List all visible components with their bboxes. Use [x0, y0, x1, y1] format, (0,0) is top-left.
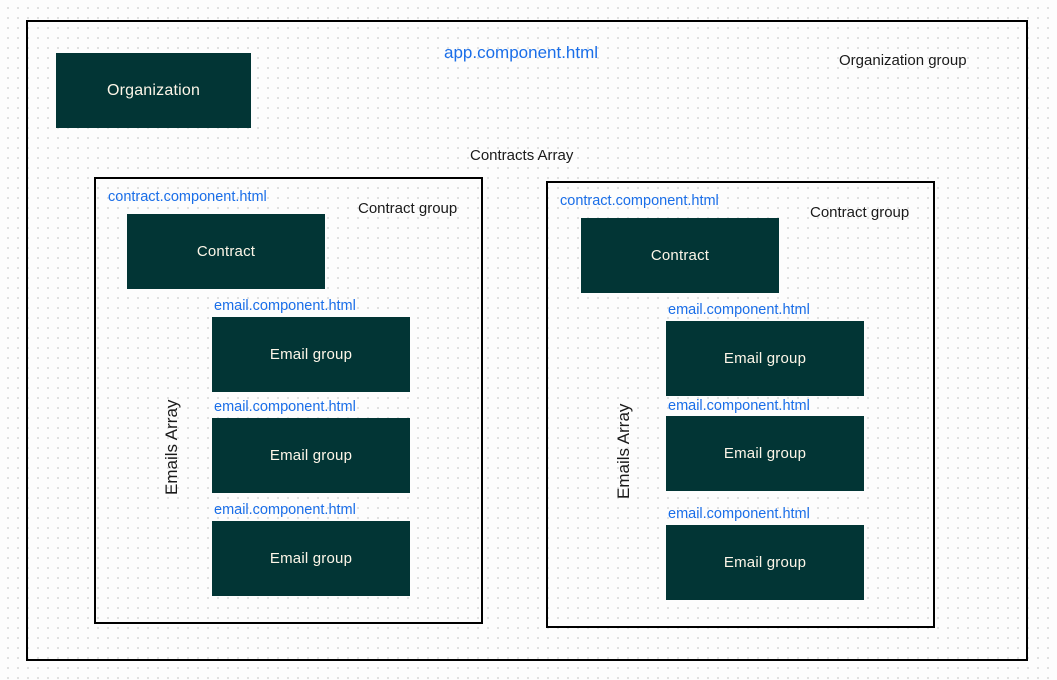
contract-group-0[interactable]: contract.component.html Contract group C… [94, 177, 483, 624]
email-file-label-0-0: email.component.html [214, 298, 356, 314]
email-box-1-0[interactable]: Email group [666, 321, 864, 396]
emails-array-label-1: Emails Array [614, 403, 633, 499]
contract-box-1[interactable]: Contract [581, 218, 779, 293]
contracts-array-label: Contracts Array [470, 147, 574, 164]
contract-group-label-1: Contract group [810, 204, 910, 221]
contract-box-label-0: Contract [196, 243, 256, 260]
contract-file-label-1: contract.component.html [560, 193, 719, 209]
email-file-label-1-2: email.component.html [668, 506, 810, 522]
email-box-0-2[interactable]: Email group [212, 521, 410, 596]
contract-box-label-1: Contract [650, 247, 710, 264]
email-file-label-1-0: email.component.html [668, 302, 810, 318]
organization-box[interactable]: Organization [56, 53, 251, 128]
email-box-label-0-0: Email group [269, 346, 353, 363]
email-box-label-1-0: Email group [723, 350, 807, 367]
email-file-label-0-2: email.component.html [214, 502, 356, 518]
email-box-1-1[interactable]: Email group [666, 416, 864, 491]
email-box-label-1-1: Email group [723, 445, 807, 462]
organization-box-label: Organization [106, 81, 201, 99]
organization-group-label: Organization group [839, 52, 967, 69]
contract-group-label-0: Contract group [358, 200, 458, 217]
page-title: app.component.html [444, 43, 599, 62]
email-file-label-1-1: email.component.html [668, 398, 810, 414]
email-box-label-1-2: Email group [723, 554, 807, 571]
emails-array-label-0: Emails Array [162, 399, 181, 495]
email-file-label-0-1: email.component.html [214, 399, 356, 415]
email-box-1-2[interactable]: Email group [666, 525, 864, 600]
email-box-0-0[interactable]: Email group [212, 317, 410, 392]
email-box-label-0-2: Email group [269, 550, 353, 567]
contract-group-1[interactable]: contract.component.html Contract group C… [546, 181, 935, 628]
contract-box-0[interactable]: Contract [127, 214, 325, 289]
contract-file-label-0: contract.component.html [108, 189, 267, 205]
email-box-0-1[interactable]: Email group [212, 418, 410, 493]
email-box-label-0-1: Email group [269, 447, 353, 464]
canvas-frame [26, 20, 1028, 661]
